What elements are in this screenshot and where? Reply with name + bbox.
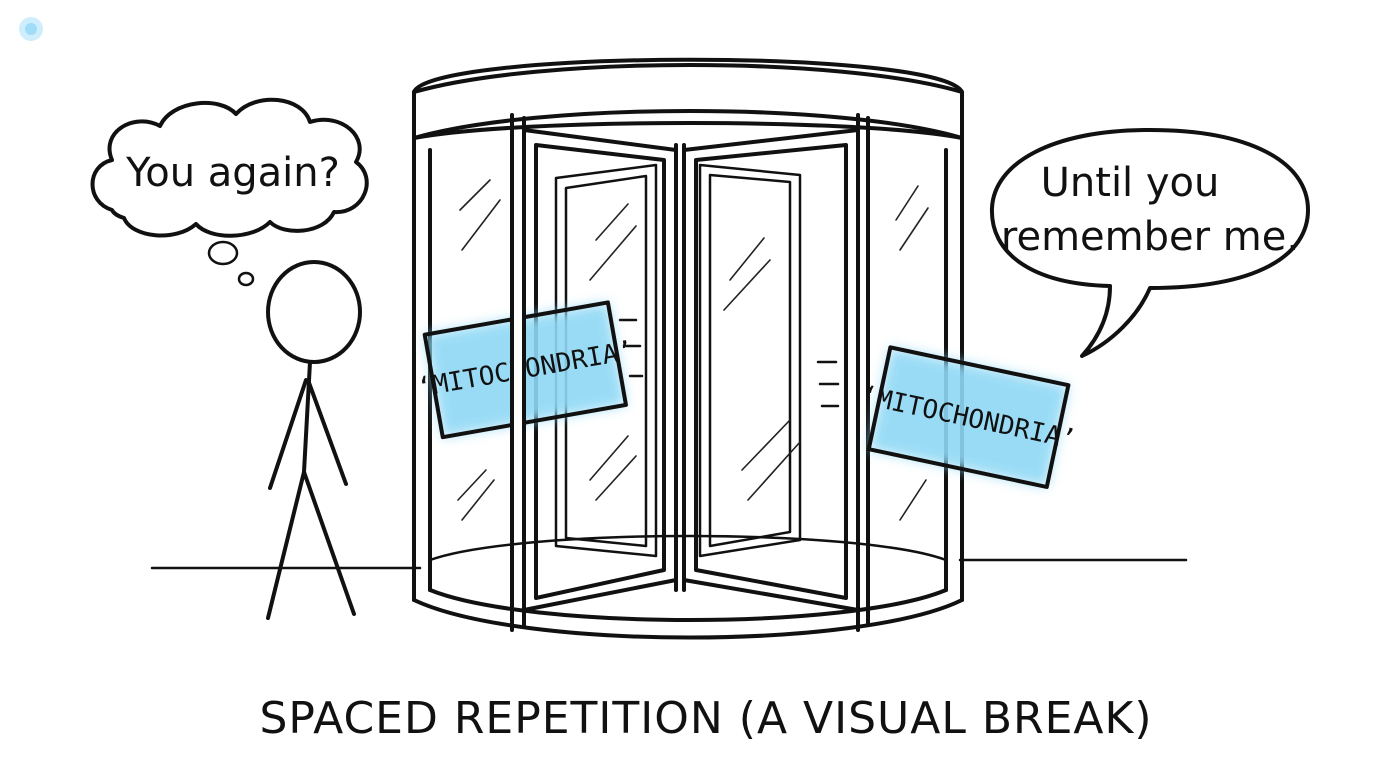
thought-bubble-text: You again? [125, 150, 340, 196]
floor-line [150, 558, 1188, 570]
revolving-door [412, 57, 964, 640]
door-frame-overlap [514, 300, 524, 450]
speech-bubble-line1: Until you [1041, 160, 1220, 206]
stick-figure [266, 260, 362, 620]
thought-bubble: You again? [90, 97, 369, 287]
caption: SPACED REPETITION (A VISUAL BREAK) [259, 693, 1152, 744]
speech-bubble-line2: remember me. [1001, 214, 1299, 260]
speech-bubble: Until you remember me. [989, 128, 1310, 358]
card-right: ‘MITOCHONDRIA’ [858, 345, 1079, 489]
